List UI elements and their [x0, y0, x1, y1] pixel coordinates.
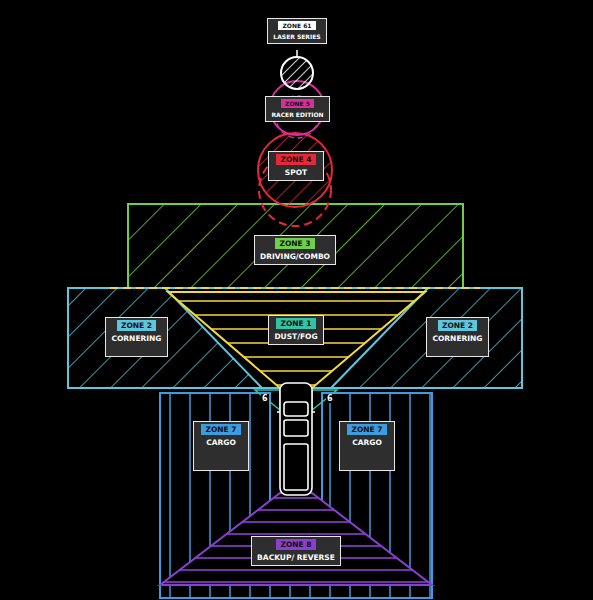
zone-number: ZONE 1 — [276, 318, 315, 329]
zone-callout: 6 — [261, 394, 269, 403]
zone-label: ZONE 3 DRIVING/COMBO — [254, 235, 336, 265]
zone-label: ZONE 5 RACER EDITION — [265, 96, 330, 122]
zone-number: ZONE 2 — [438, 320, 477, 331]
truck — [277, 383, 315, 495]
zone-label: ZONE 7 CARGO — [339, 421, 395, 471]
zone-number: ZONE 61 — [278, 21, 315, 30]
zone-number: ZONE 4 — [276, 154, 315, 165]
zone-number: ZONE 3 — [275, 238, 314, 249]
zone-name: CORNERING — [109, 334, 164, 343]
zone-label: ZONE 2 CORNERING — [105, 317, 168, 357]
zone-label: ZONE 61 LASER SERIES — [267, 18, 327, 44]
zone-name: DRIVING/COMBO — [258, 252, 332, 261]
zone-name: RACER EDITION — [269, 111, 326, 118]
zone-number: ZONE 2 — [117, 320, 156, 331]
zone-label: ZONE 8 BACKUP/ REVERSE — [251, 536, 341, 566]
zone-callout: 6 — [326, 394, 334, 403]
zone-name: SPOT — [272, 168, 320, 177]
zone-label: ZONE 2 CORNERING — [426, 317, 489, 357]
zone-label: ZONE 4 SPOT — [268, 151, 324, 181]
zone-label: ZONE 1 DUST/FOG — [268, 315, 324, 345]
zone-name: CORNERING — [430, 334, 485, 343]
zone-number: ZONE 7 — [347, 424, 386, 435]
zone-name: DUST/FOG — [272, 332, 320, 341]
zone-name: LASER SERIES — [271, 33, 323, 40]
zone-name: BACKUP/ REVERSE — [255, 553, 337, 562]
zone-label: ZONE 7 CARGO — [193, 421, 249, 471]
zone-number: ZONE 8 — [276, 539, 315, 550]
zone-name: CARGO — [343, 438, 391, 447]
zone-number: ZONE 7 — [201, 424, 240, 435]
zone-number: ZONE 5 — [281, 99, 314, 108]
zone-name: CARGO — [197, 438, 245, 447]
